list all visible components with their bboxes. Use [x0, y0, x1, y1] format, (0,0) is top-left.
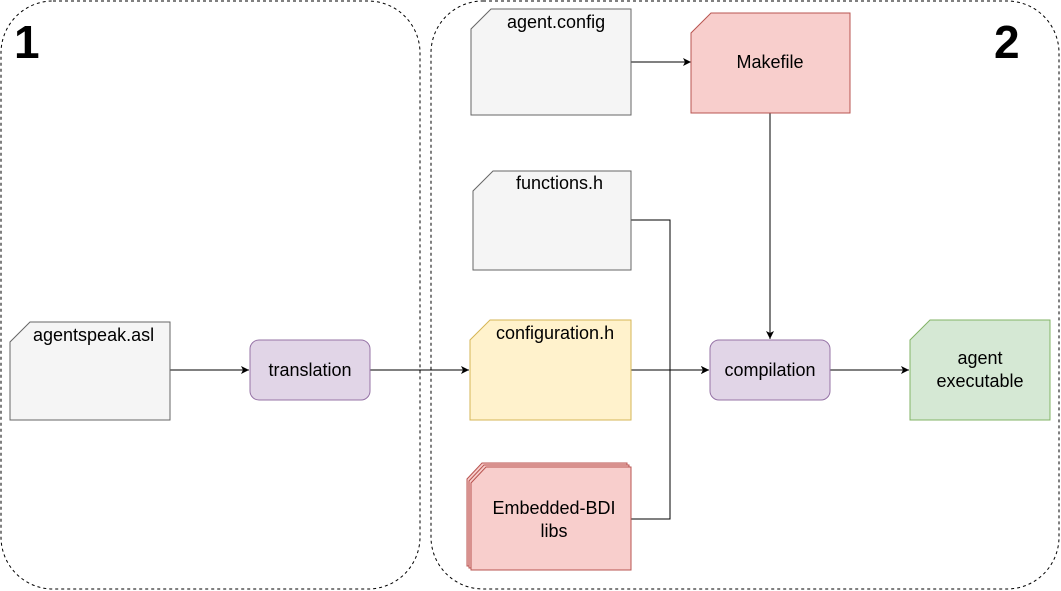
agent-config-file-node[interactable]: agent.config — [470, 8, 632, 116]
stage-2-number: 2 — [994, 16, 1020, 68]
agent-executable-label-line1: agent — [957, 348, 1002, 368]
stage-1-number: 1 — [14, 16, 40, 68]
functions-h-label: functions.h — [516, 173, 603, 193]
stage-1-container — [0, 0, 421, 590]
compilation-label: compilation — [724, 360, 815, 380]
agentspeak-file-node[interactable]: agentspeak.asl — [9, 321, 171, 421]
translation-label: translation — [268, 360, 351, 380]
agent-config-label: agent.config — [507, 12, 605, 32]
embedded-bdi-libs-label-line1: Embedded-BDI — [492, 498, 615, 518]
functions-h-file-node[interactable]: functions.h — [472, 170, 632, 271]
makefile-label: Makefile — [736, 52, 803, 72]
configuration-h-label: configuration.h — [496, 323, 614, 343]
edge-libs-compilation — [631, 370, 671, 520]
configuration-h-file-node[interactable]: configuration.h — [469, 319, 632, 421]
connectors — [170, 58, 909, 520]
compilation-process-node[interactable]: compilation — [709, 339, 831, 401]
embedded-bdi-libs-label-line2: libs — [540, 521, 567, 541]
agent-executable-label-line2: executable — [936, 371, 1023, 391]
agentspeak-label: agentspeak.asl — [33, 325, 154, 345]
stage-2-container — [430, 0, 1060, 590]
agent-executable-node[interactable]: agent executable — [909, 319, 1051, 421]
makefile-node[interactable]: Makefile — [690, 12, 851, 114]
embedded-bdi-libs-node[interactable]: Embedded-BDI libs — [466, 462, 632, 571]
translation-process-node[interactable]: translation — [249, 339, 371, 401]
edge-functions-compilation — [631, 219, 709, 374]
